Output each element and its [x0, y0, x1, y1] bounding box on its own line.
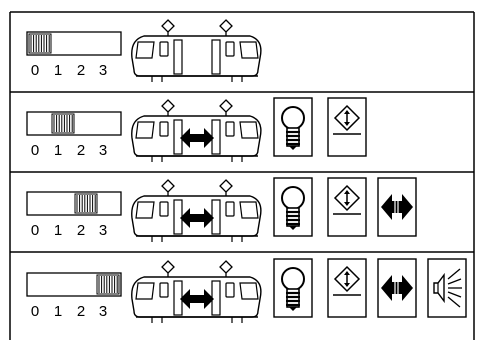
scale-label: 0	[31, 62, 39, 79]
locomotive-icon	[131, 99, 262, 163]
scale-label: 2	[77, 222, 85, 239]
shunting-mode-icon	[327, 258, 367, 318]
light-bulb-icon	[273, 258, 313, 318]
shunting-mode-icon	[327, 177, 367, 237]
scale-label: 2	[77, 303, 85, 320]
shunting-mode-icon	[327, 97, 367, 157]
direction-arrow-icon	[377, 258, 417, 318]
switch-slot	[26, 191, 122, 216]
direction-arrow-icon	[377, 177, 417, 237]
scale-label: 2	[77, 142, 85, 159]
scale-label: 3	[99, 142, 107, 159]
scale-label: 3	[99, 303, 107, 320]
horn-sound-icon	[427, 258, 467, 318]
switch-knob	[96, 274, 120, 295]
light-bulb-icon	[273, 177, 313, 237]
scale-label: 0	[31, 142, 39, 159]
switch-knob	[28, 33, 52, 54]
scale-label: 1	[54, 142, 62, 159]
scale-label: 0	[31, 222, 39, 239]
light-bulb-icon	[273, 97, 313, 157]
switch-knob	[51, 113, 75, 134]
scale-label: 1	[54, 303, 62, 320]
locomotive-icon	[131, 179, 262, 243]
scale-label: 1	[54, 222, 62, 239]
scale-label: 3	[99, 222, 107, 239]
locomotive-icon	[131, 260, 262, 324]
scale-label: 2	[77, 62, 85, 79]
scale-label: 0	[31, 303, 39, 320]
scale-label: 3	[99, 62, 107, 79]
switch-knob	[74, 193, 98, 214]
scale-label: 1	[54, 62, 62, 79]
locomotive-icon	[131, 19, 262, 83]
